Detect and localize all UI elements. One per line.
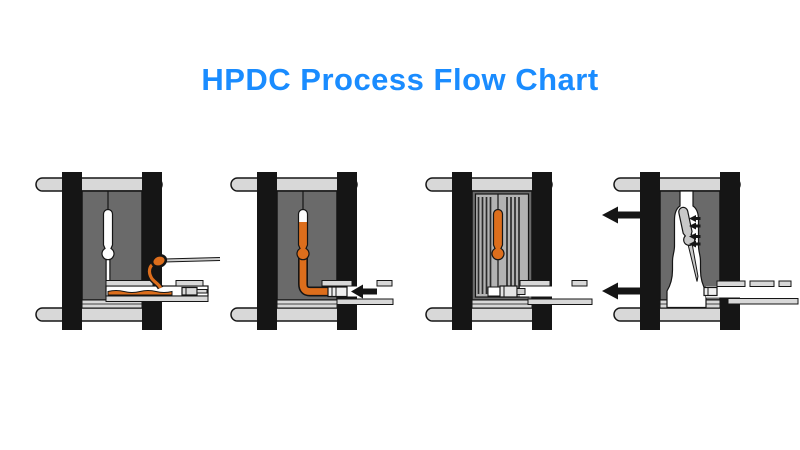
page-title: HPDC Process Flow Chart	[201, 62, 599, 97]
plunger-forward	[499, 285, 526, 298]
ladle-cup	[150, 254, 168, 268]
base-plates	[471, 299, 533, 309]
plunger-tip	[703, 286, 718, 297]
moving-platen	[62, 172, 82, 330]
runner-filled	[298, 256, 328, 297]
shot-sleeve	[487, 280, 593, 305]
plunger	[327, 286, 348, 298]
cooling-lines	[477, 197, 520, 294]
solidifying-casting	[491, 208, 505, 261]
ladle-icon	[146, 254, 221, 290]
machine-frame	[613, 172, 741, 330]
molten-metal-rising	[297, 222, 309, 260]
stage-4-ejection-diagram	[602, 172, 799, 330]
stage-2-injection-diagram	[230, 172, 395, 330]
shot-sleeve	[703, 280, 799, 305]
stage-3-cooling-diagram	[425, 172, 593, 330]
ejector-pin-arrows	[689, 215, 701, 248]
machine-frame	[425, 172, 553, 330]
base-plates	[276, 299, 338, 309]
die-open-arrows	[602, 206, 642, 300]
plunger	[181, 286, 208, 296]
pour-stream	[147, 261, 162, 289]
bottom-tie-bar	[35, 307, 157, 322]
stage-1-pouring-diagram	[35, 172, 221, 330]
fixed-platen	[142, 172, 162, 330]
cavity-filling	[296, 208, 310, 261]
injection-arrow-icon	[351, 284, 377, 299]
cavity-empty	[101, 208, 115, 261]
shot-sleeve	[321, 280, 395, 305]
molten-metal-pool	[107, 290, 173, 296]
